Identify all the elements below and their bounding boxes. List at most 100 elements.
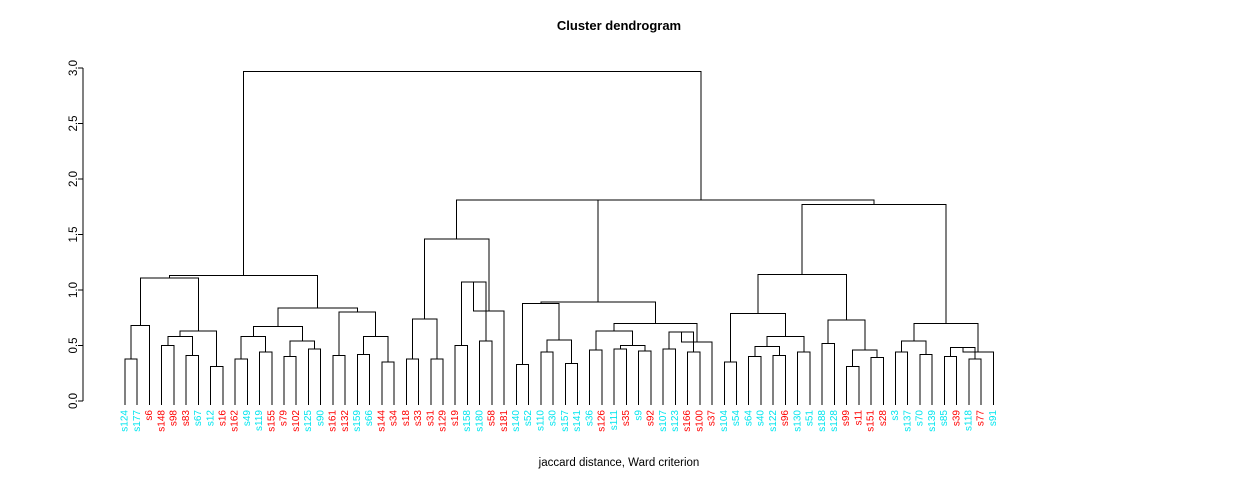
leaf-label: s104 (719, 410, 730, 432)
leaf-label: s148 (156, 410, 167, 432)
dendrogram-link (962, 347, 994, 401)
leaf-label: s39 (951, 410, 962, 427)
x-axis-label: jaccard distance, Ward criterion (538, 457, 700, 469)
dendrogram-link (638, 350, 652, 401)
dendrogram-link (252, 326, 303, 342)
dendrogram-link (338, 311, 377, 356)
y-axis-tick-label: 0.0 (68, 393, 80, 409)
leaf-label: s66 (364, 410, 375, 427)
leaf-label: s122 (768, 410, 779, 432)
dendrogram-link (185, 354, 199, 401)
leaf-label: s16 (217, 410, 228, 427)
dendrogram-link (943, 356, 958, 401)
leaf-label: s18 (401, 410, 412, 427)
y-axis-tick-label: 3.0 (68, 60, 80, 76)
dendrogram-link (454, 345, 468, 401)
leaf-label: s31 (425, 410, 436, 427)
leaf-label: s92 (646, 410, 657, 427)
leaf-label: s36 (584, 410, 595, 427)
leaf-label: s130 (792, 410, 803, 432)
leaf-label: s98 (169, 410, 180, 427)
dendrogram-link (356, 353, 371, 401)
dendrogram-link (527, 199, 875, 205)
leaf-label: s144 (376, 410, 387, 432)
leaf-label: s28 (878, 410, 889, 427)
leaf-label: s162 (230, 410, 241, 432)
leaf-label: s40 (756, 410, 767, 427)
dendrogram-link (729, 312, 786, 363)
dendrogram-tree (124, 70, 994, 401)
leaf-label: s180 (474, 410, 485, 432)
dendrogram-link (821, 342, 835, 401)
leaf-label: s158 (462, 410, 473, 432)
y-axis-tick-label: 2.0 (68, 171, 80, 187)
leaf-label: s58 (487, 410, 498, 427)
dendrogram-link (589, 349, 603, 401)
leaf-label: s181 (499, 410, 510, 432)
y-axis: 0.00.51.01.52.02.53.0 (68, 60, 84, 409)
leaf-label: s107 (658, 410, 669, 432)
leaf-label: s126 (597, 410, 608, 432)
dendrogram-link (362, 336, 389, 363)
leaf-label: s157 (560, 410, 571, 432)
leaf-label: s132 (340, 410, 351, 432)
dendrogram-link (801, 204, 947, 324)
dendrogram-link (259, 351, 273, 401)
dendrogram-link (210, 366, 224, 401)
dendrogram-link (846, 366, 860, 401)
dendrogram-link (456, 199, 599, 303)
dendrogram-link (919, 353, 933, 401)
leaf-label: s12 (205, 410, 216, 427)
leaf-label: s34 (389, 410, 400, 427)
dendrogram-link (242, 70, 702, 276)
dendrogram-link (827, 319, 866, 350)
dendrogram-link (687, 351, 701, 401)
leaf-label: s52 (523, 410, 534, 427)
dendrogram-link (240, 336, 267, 359)
dendrogram-link (161, 345, 175, 401)
leaf-label: s96 (780, 410, 791, 427)
leaf-label: s85 (939, 410, 950, 427)
leaf-label: s99 (841, 410, 852, 427)
dendrogram-link (870, 357, 884, 401)
leaf-label: s3 (890, 410, 901, 421)
dendrogram-link (968, 358, 982, 401)
leaf-label: s140 (511, 410, 522, 432)
dendrogram-link (168, 275, 319, 308)
leaf-label: s100 (694, 410, 705, 432)
leaf-label: s188 (817, 410, 828, 432)
dendrogram-link (381, 361, 395, 401)
dendrogram-link (564, 362, 579, 401)
leaf-label: s111 (609, 410, 620, 431)
dendrogram-link (546, 339, 572, 364)
dendrogram-link (797, 351, 811, 401)
dendrogram-link (772, 354, 786, 401)
dendrogram-link (595, 330, 634, 350)
leaf-label: s11 (853, 410, 864, 426)
leaf-label: s125 (303, 410, 314, 432)
dendrogram-link (332, 354, 346, 401)
dendrogram-link (479, 340, 493, 401)
dendrogram-link (613, 322, 698, 343)
dendrogram-link (662, 348, 676, 401)
leaf-label: s124 (120, 410, 131, 432)
leaf-label: s49 (242, 410, 253, 427)
y-axis-tick-label: 2.5 (68, 116, 80, 132)
dendrogram-link (283, 356, 297, 401)
leaf-label: s137 (902, 410, 913, 432)
leaf-label: s119 (254, 410, 265, 431)
leaf-label: s6 (144, 410, 155, 421)
y-axis-tick-label: 0.5 (68, 338, 80, 354)
dendrogram-link (515, 363, 530, 401)
leaf-label: s161 (328, 410, 339, 432)
leaf-label: s110 (535, 410, 546, 431)
dendrogram-link (894, 351, 909, 401)
leaf-label: s129 (438, 410, 449, 432)
dendrogram-link (411, 318, 438, 359)
dendrogram-link (139, 277, 199, 332)
dendrogram-link (723, 361, 737, 401)
dendrogram-link (766, 336, 805, 353)
